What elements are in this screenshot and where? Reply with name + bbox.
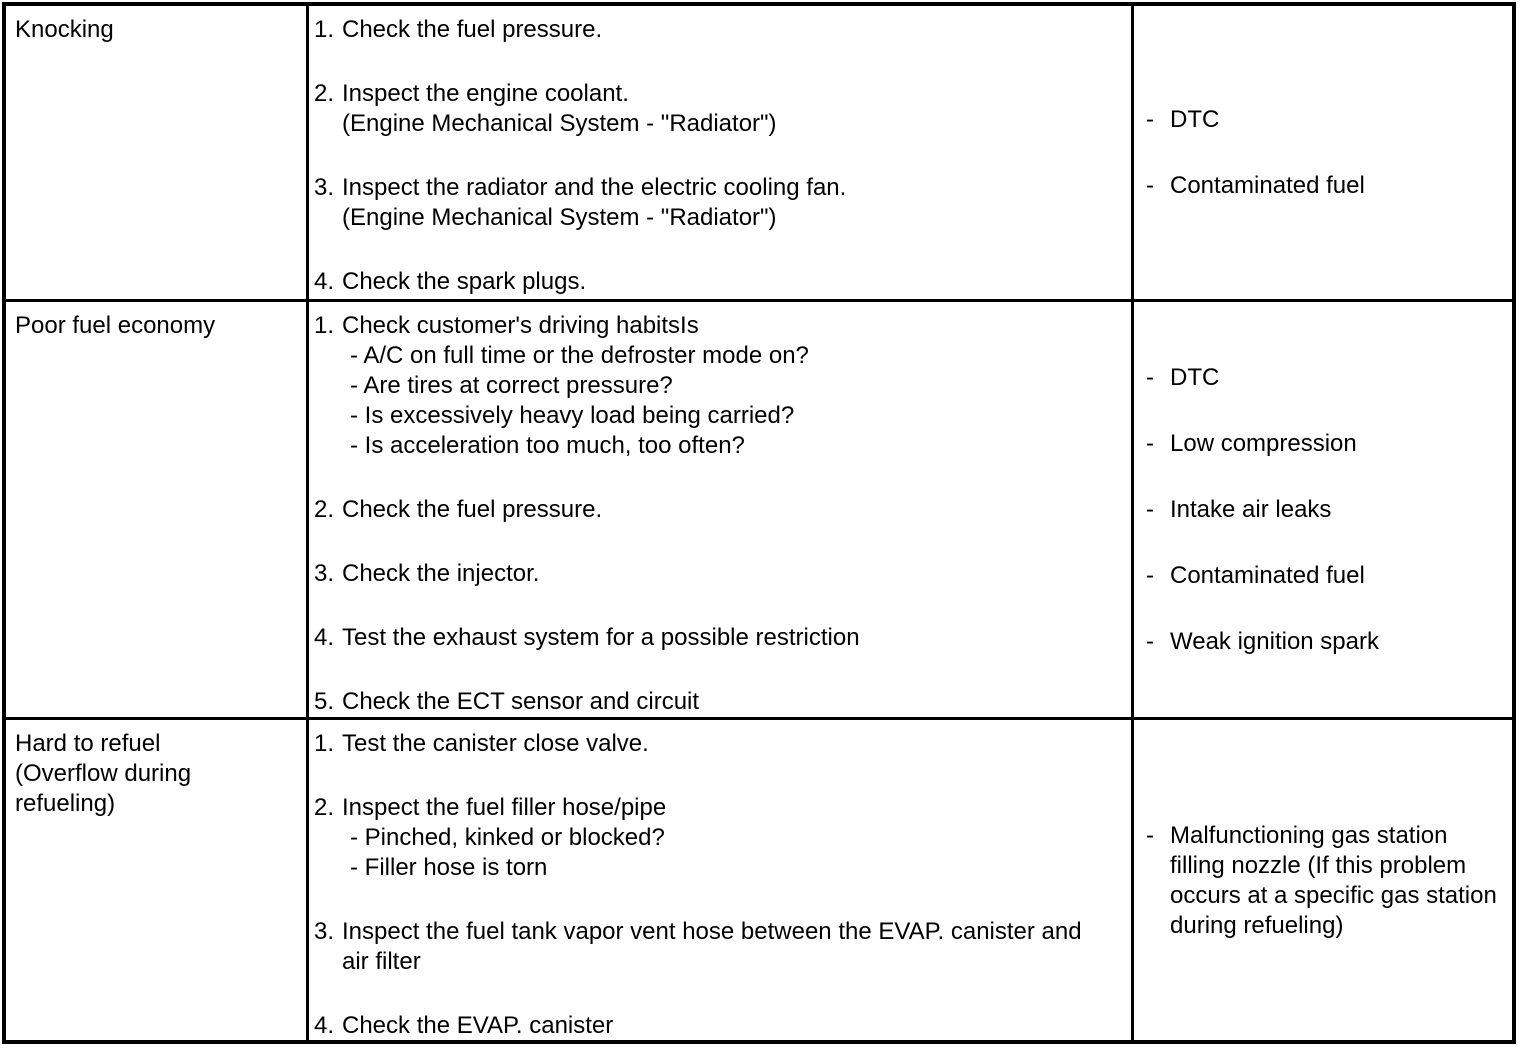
cause-text: DTC [1170,363,1220,391]
inspection-cell: 1. Test the canister close valve. 2. Inspec… [309,720,1134,1041]
step-main: 3. Inspect the fuel tank vapor vent hose … [314,917,1125,977]
step-main: 1. Check the fuel pressure. [314,15,1125,45]
inspection-step: 4. Check the spark plugs. [314,267,1125,297]
step-text: Inspect the fuel filler hose/pipe [342,794,667,821]
symptom-cell: Poor fuel economy [6,302,309,717]
dash-bullet: - [1146,495,1154,523]
step-main: 3. Inspect the radiator and the electric … [314,173,1125,233]
cause-item: -Contaminated fuel [1146,171,1506,201]
inspection-step: 2. Check the fuel pressure. [314,495,1125,525]
cause-item: -Malfunctioning gas station filling nozz… [1146,821,1506,941]
symptom-text: Poor fuel economy [15,312,216,339]
inspection-step: 1. Check the fuel pressure. [314,15,1125,45]
inspection-step: 1. Test the canister close valve. [314,729,1125,759]
dash-bullet: - [1146,429,1154,457]
step-number: 4. [314,624,335,651]
dash-bullet: - [1146,105,1154,133]
inspection-step: 3. Inspect the radiator and the electric … [314,173,1125,233]
step-sub-items: - A/C on full time or the defroster mode… [350,342,809,459]
step-text: Test the canister close valve. [342,730,649,757]
cause-text: Malfunctioning gas station filling nozzl… [1170,821,1497,939]
step-text: Check the injector. [342,560,540,587]
dash-bullet: - [1146,171,1154,199]
step-number: 2. [314,496,335,523]
inspection-step: 3. Check the injector. [314,559,1125,589]
cause-text: Intake air leaks [1170,495,1332,523]
step-text: Inspect the engine coolant. (Engine Mech… [342,80,777,137]
inspection-cell: 1. Check customer's driving habitsIs - A/C… [309,302,1134,717]
table-row: Hard to refuel (Overflow during refuelin… [6,720,1512,1041]
inspection-step: 3. Inspect the fuel tank vapor vent hose … [314,917,1125,977]
symptom-text: Knocking [15,16,114,43]
step-text: Check the spark plugs. [342,268,587,295]
step-text: Inspect the fuel tank vapor vent hose be… [342,918,1082,975]
step-main: 1. Check customer's driving habitsIs [314,311,1125,341]
inspection-step: 2. Inspect the fuel filler hose/pipe - Pin… [314,793,1125,883]
step-number: 4. [314,1012,335,1039]
step-number: 4. [314,268,335,295]
step-sub-items: - Pinched, kinked or blocked? - Filler h… [350,824,665,881]
dash-bullet: - [1146,561,1154,589]
inspection-cell: 1. Check the fuel pressure. 2. Inspect the … [309,6,1134,299]
step-main: 3. Check the injector. [314,559,1125,589]
causes-cell: -DTC-Low compression-Intake air leaks-Co… [1134,302,1512,717]
cause-text: Weak ignition spark [1170,627,1379,655]
step-number: 1. [314,312,335,339]
step-main: 2. Check the fuel pressure. [314,495,1125,525]
inspection-step: 5. Check the ECT sensor and circuit [314,687,1125,717]
table-row: Poor fuel economy 1. Check customer's driv… [6,302,1512,720]
step-number: 3. [314,174,335,201]
step-text: Test the exhaust system for a possible r… [342,624,860,651]
step-text: Check the EVAP. canister [342,1012,614,1039]
inspection-step: 1. Check customer's driving habitsIs - A/C… [314,311,1125,461]
step-main: 1. Test the canister close valve. [314,729,1125,759]
cause-text: DTC [1170,105,1220,133]
cause-text: Contaminated fuel [1170,171,1365,199]
symptom-cell: Hard to refuel (Overflow during refuelin… [6,720,309,1041]
inspection-step: 2. Inspect the engine coolant. (Engine Me… [314,79,1125,139]
step-main: 2. Inspect the engine coolant. (Engine Me… [314,79,1125,139]
step-text: Check the fuel pressure. [342,496,603,523]
symptom-text: Hard to refuel (Overflow during refuelin… [15,730,192,817]
step-main: 4. Check the EVAP. canister [314,1011,1125,1041]
cause-item: -DTC [1146,363,1506,393]
cause-item: -Weak ignition spark [1146,627,1506,657]
cause-text: Contaminated fuel [1170,561,1365,589]
step-main: 5. Check the ECT sensor and circuit [314,687,1125,717]
step-number: 2. [314,80,335,107]
cause-item: -Low compression [1146,429,1506,459]
step-number: 3. [314,560,335,587]
causes-cell: -DTC-Contaminated fuel [1134,6,1512,299]
step-number: 1. [314,16,335,43]
step-main: 4. Check the spark plugs. [314,267,1125,297]
step-main: 4. Test the exhaust system for a possible… [314,623,1125,653]
cause-text: Low compression [1170,429,1357,457]
step-number: 3. [314,918,335,945]
step-number: 1. [314,730,335,757]
dash-bullet: - [1146,363,1154,391]
cause-item: -Contaminated fuel [1146,561,1506,591]
step-number: 2. [314,794,335,821]
step-main: 2. Inspect the fuel filler hose/pipe [314,793,1125,823]
cause-item: -DTC [1146,105,1506,135]
inspection-step: 4. Check the EVAP. canister [314,1011,1125,1041]
table-row: Knocking 1. Check the fuel pressure. 2. Insp… [6,6,1512,302]
symptom-cell: Knocking [6,6,309,299]
step-number: 5. [314,688,335,715]
step-text: Check the ECT sensor and circuit [342,688,700,715]
step-text: Check the fuel pressure. [342,16,603,43]
step-text: Check customer's driving habitsIs [342,312,699,339]
dash-bullet: - [1146,821,1154,849]
step-text: Inspect the radiator and the electric co… [342,174,847,231]
causes-cell: -Malfunctioning gas station filling nozz… [1134,720,1512,1041]
cause-item: -Intake air leaks [1146,495,1506,525]
inspection-step: 4. Test the exhaust system for a possible… [314,623,1125,653]
dash-bullet: - [1146,627,1154,655]
